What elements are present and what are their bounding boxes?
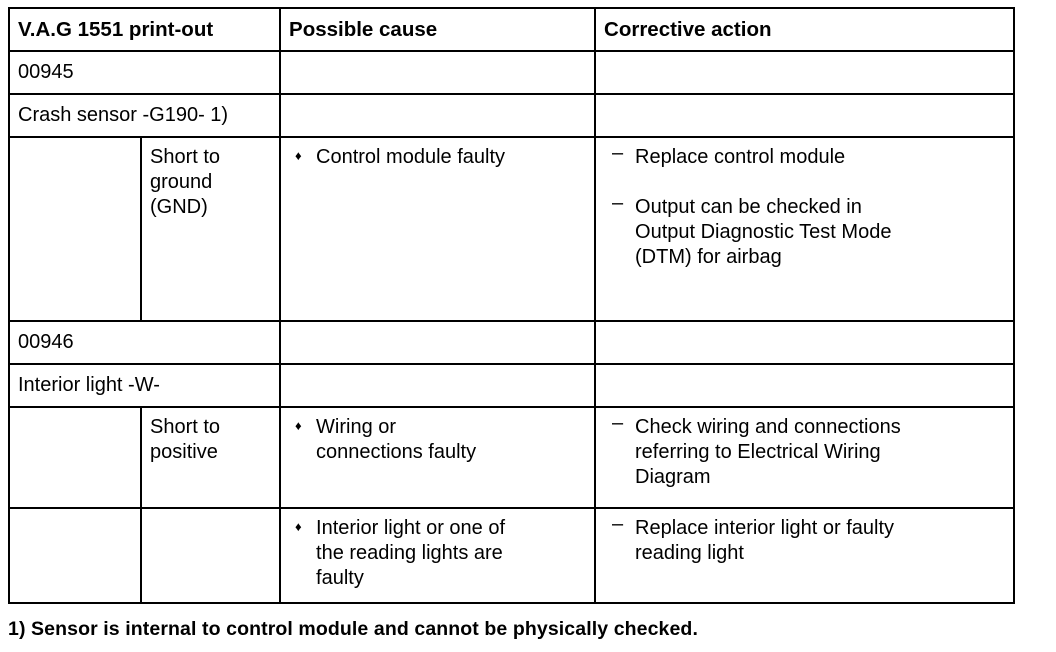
corrective-action-list: –Replace control module–Output can be ch… bbox=[612, 142, 1007, 270]
fault-code-table: V.A.G 1551 print-out Possible cause Corr… bbox=[7, 7, 1016, 604]
component-name-cell: Interior light -W- bbox=[7, 363, 282, 408]
empty-cell-cause bbox=[279, 93, 597, 138]
header-cell-corrective-action: Corrective action bbox=[594, 7, 1016, 52]
dash-marker-icon: – bbox=[612, 192, 624, 214]
corrective-action-item: –Replace control module bbox=[612, 142, 1007, 170]
empty-cell-action bbox=[594, 50, 1016, 95]
table-header-row: V.A.G 1551 print-out Possible cause Corr… bbox=[7, 7, 1016, 52]
dash-marker-icon: – bbox=[612, 513, 624, 535]
header-label-corrective-action: Corrective action bbox=[604, 18, 772, 41]
table-row: 00945 bbox=[7, 50, 1016, 95]
header-label-possible-cause: Possible cause bbox=[289, 18, 438, 41]
fault-code-cell: 00945 bbox=[7, 50, 282, 95]
possible-cause-item: ♦ Control module faulty bbox=[295, 145, 590, 170]
empty-cell-cause bbox=[279, 363, 597, 408]
table-row: 00946 bbox=[7, 320, 1016, 365]
dash-marker-icon: – bbox=[612, 142, 624, 164]
empty-cell-printout bbox=[8, 406, 142, 509]
empty-cell-cause bbox=[279, 320, 597, 365]
dash-marker-icon: – bbox=[612, 412, 624, 434]
footnote-text: 1) Sensor is internal to control module … bbox=[8, 618, 698, 640]
table-row: Interior light -W- bbox=[7, 363, 1016, 408]
diamond-bullet-icon: ♦ bbox=[295, 418, 302, 433]
header-cell-printout: V.A.G 1551 print-out bbox=[7, 7, 282, 52]
diamond-bullet-icon: ♦ bbox=[295, 519, 302, 534]
header-label-printout: V.A.G 1551 print-out bbox=[18, 18, 214, 41]
possible-cause-cell: ♦ Control module faulty bbox=[279, 136, 597, 322]
empty-cell-action bbox=[594, 363, 1016, 408]
empty-cell-action bbox=[594, 93, 1016, 138]
component-name-cell: Crash sensor -G190- 1) bbox=[7, 93, 282, 138]
corrective-action-cell: –Replace control module–Output can be ch… bbox=[594, 136, 1016, 322]
fault-code-value: 00945 bbox=[18, 61, 74, 83]
item-text: Control module faulty bbox=[316, 146, 505, 168]
empty-cell-action bbox=[594, 320, 1016, 365]
empty-cell-condition bbox=[139, 507, 282, 604]
possible-cause-list: ♦ Control module faulty bbox=[295, 145, 590, 170]
empty-cell-cause bbox=[279, 50, 597, 95]
component-name-value: Interior light -W- bbox=[18, 374, 160, 396]
table-row: Crash sensor -G190- 1) bbox=[7, 93, 1016, 138]
fault-code-value: 00946 bbox=[18, 331, 74, 353]
diamond-bullet-icon: ♦ bbox=[295, 148, 302, 163]
header-cell-possible-cause: Possible cause bbox=[279, 7, 597, 52]
fault-code-cell: 00946 bbox=[7, 320, 282, 365]
empty-cell-printout bbox=[8, 136, 142, 322]
item-text: Replace control module bbox=[635, 146, 846, 168]
component-name-value: Crash sensor -G190- 1) bbox=[18, 104, 229, 126]
empty-cell-printout bbox=[8, 507, 142, 604]
